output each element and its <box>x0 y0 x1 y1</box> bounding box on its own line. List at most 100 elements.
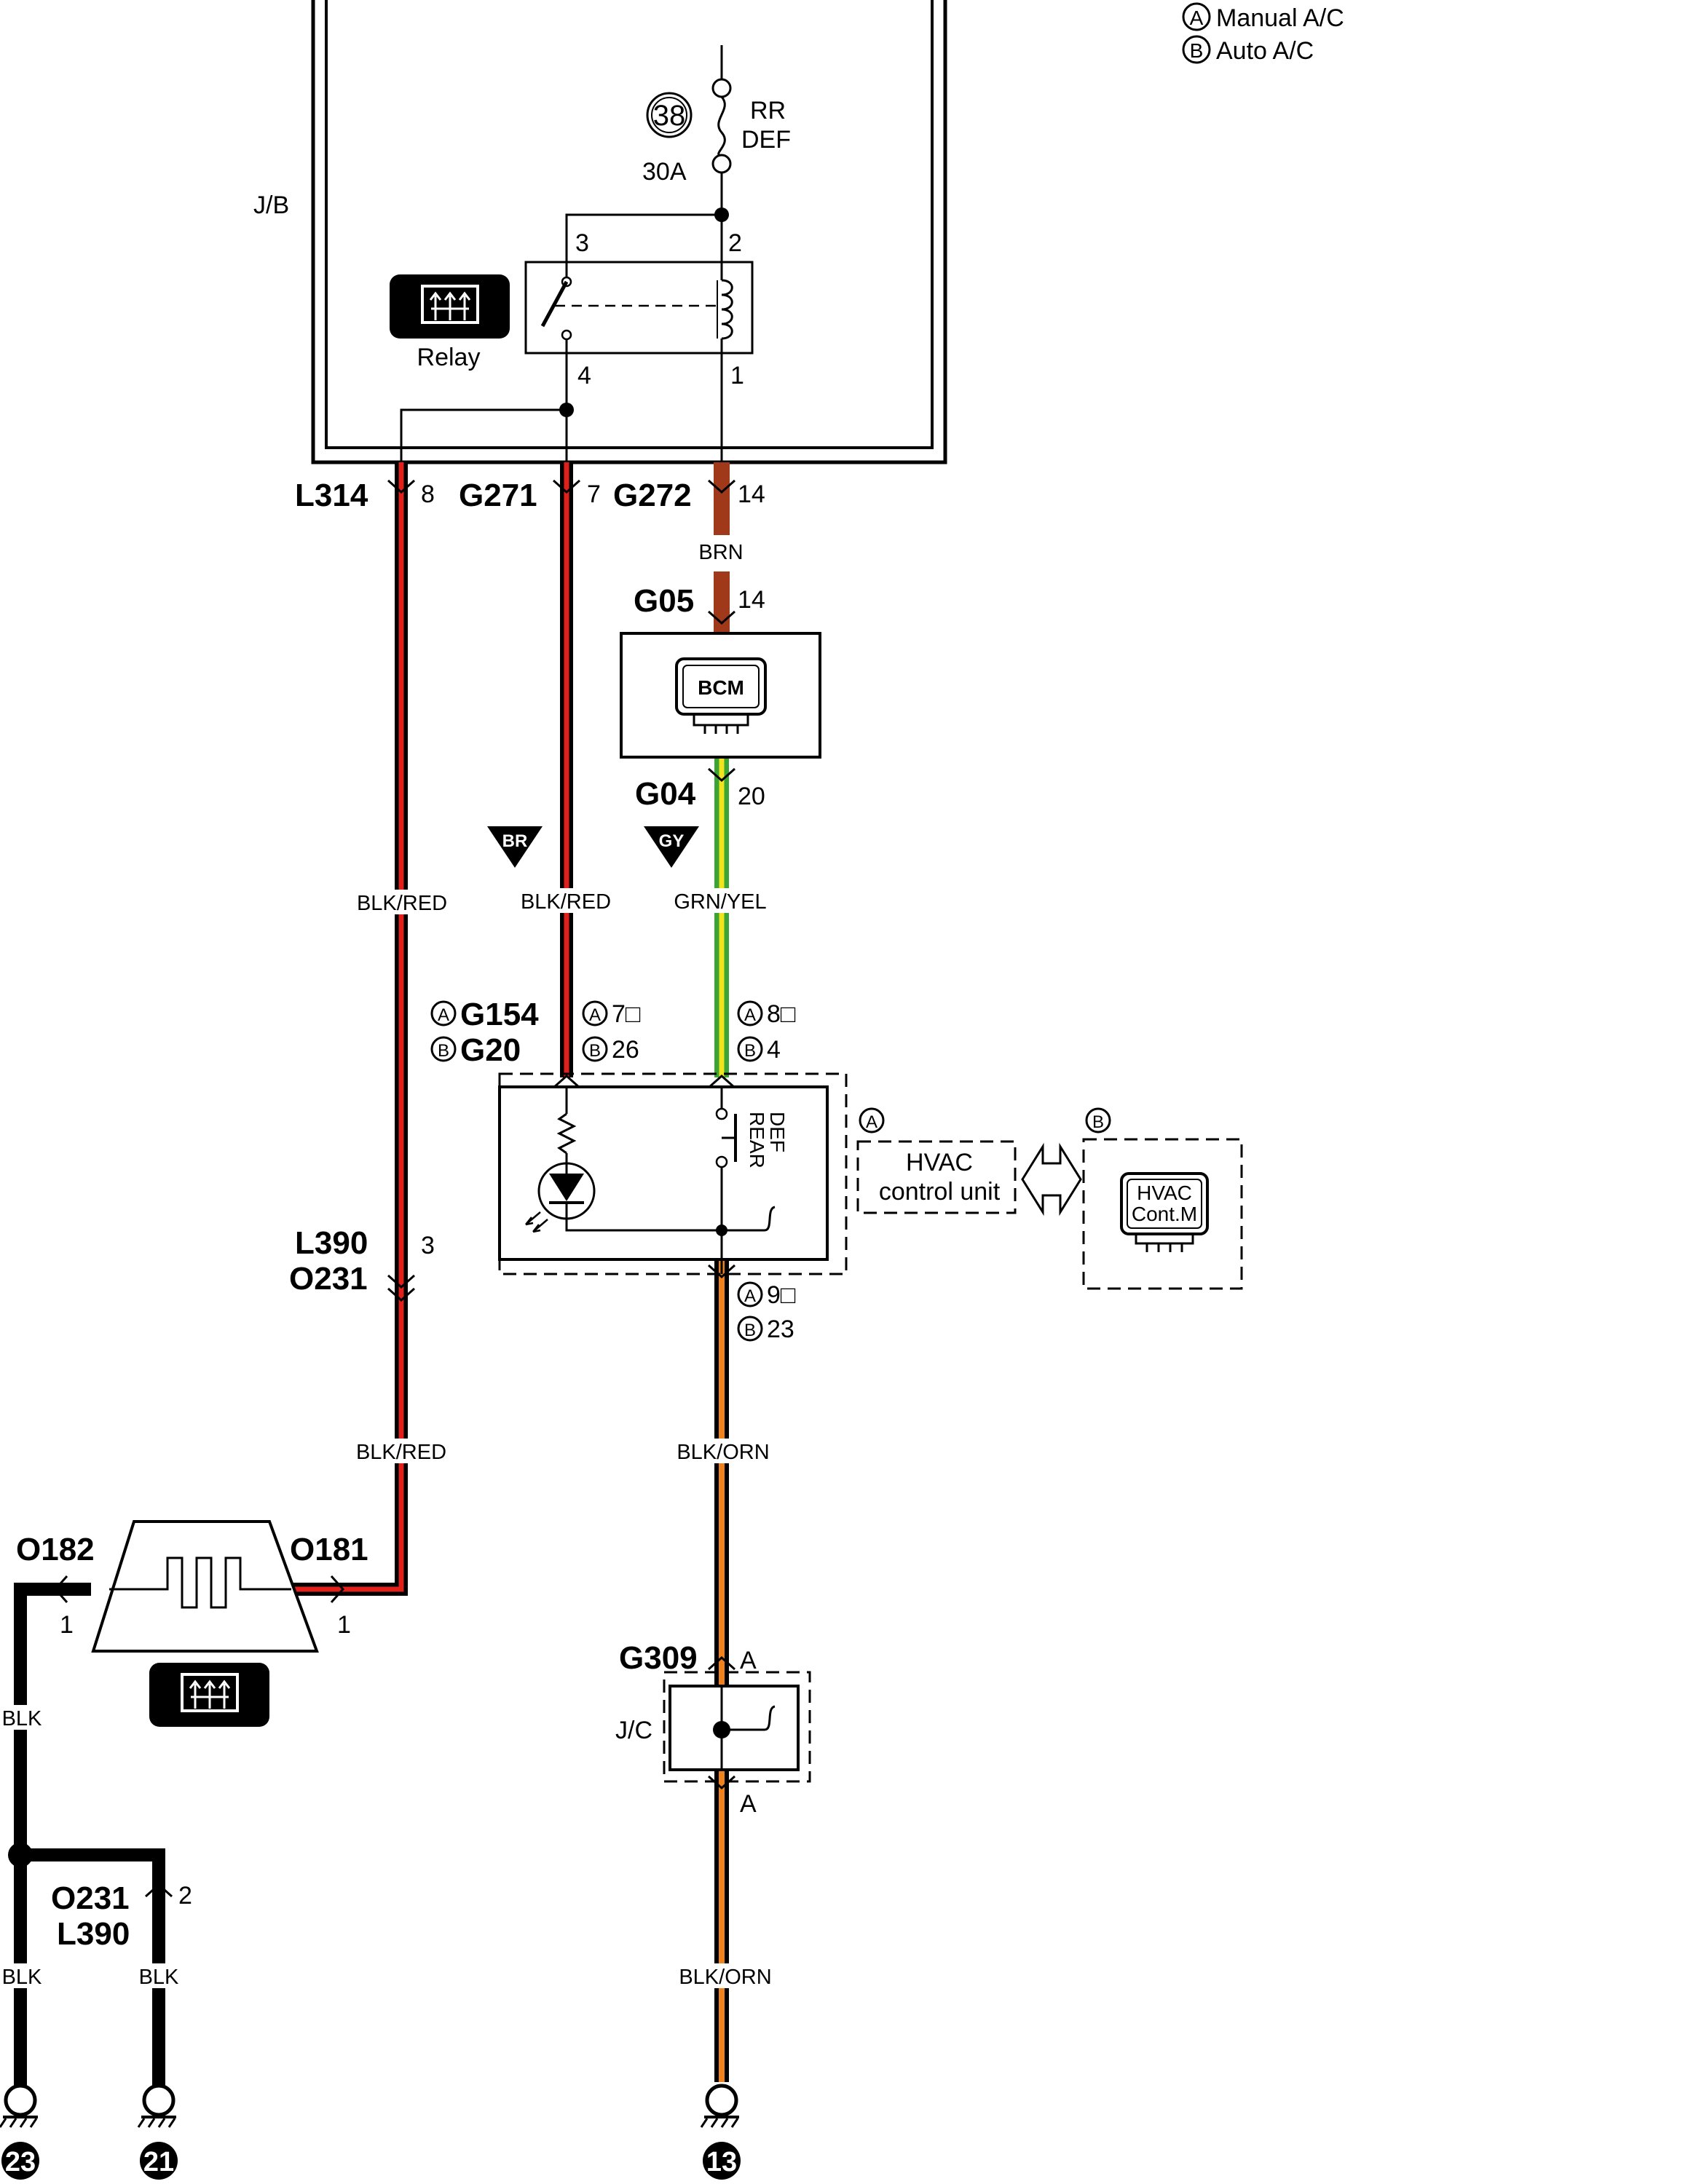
hvac-unit-line2: control unit <box>879 1178 1001 1206</box>
relay-switch-arm <box>540 280 569 328</box>
conn-g04-pin: 20 <box>738 783 765 810</box>
br-flag: BR <box>487 826 543 868</box>
relay-pin-1: 1 <box>730 362 744 389</box>
switch-connector-labels: A G154 B G20 A 7□ B 26 A 8□ B 4 <box>430 997 796 1068</box>
conn-o181-pin: 1 <box>337 1611 351 1639</box>
rear-def-switch: REAR DEF <box>498 1072 848 1275</box>
hvac-control-unit: A HVAC control unit <box>856 1107 1082 1216</box>
conn-g271: G271 <box>459 478 537 513</box>
conn-o182: O182 <box>16 1532 95 1567</box>
gy-flag: GY <box>644 826 699 868</box>
conn-g272: G272 <box>613 478 692 513</box>
ground-23-label: 23 <box>5 2147 36 2177</box>
fuse-number: 38 <box>653 100 686 132</box>
ground-13: 13 <box>700 2084 741 2180</box>
relay-pin-3: 3 <box>575 229 589 257</box>
br-flag-label: BR <box>502 831 528 851</box>
hvac-cont-module: B HVAC Cont.M <box>1082 1107 1243 1290</box>
ground-23: 23 <box>0 2084 39 2180</box>
conn-o231-b-pin: 2 <box>178 1882 192 1910</box>
pin9-a-marker: A <box>744 1286 756 1306</box>
wire-label-blk-1: BLK <box>2 1707 42 1730</box>
hvac-cont-line1: HVAC <box>1137 1182 1192 1204</box>
pin23-b-marker: B <box>744 1321 756 1340</box>
legend-b-text: Auto A/C <box>1216 37 1314 65</box>
fuse-name-2: DEF <box>741 126 791 154</box>
relay-label: Relay <box>417 344 481 371</box>
conn-g154: G154 <box>460 997 539 1032</box>
legend-a-letter: A <box>1190 7 1204 29</box>
g154-a-marker: A <box>438 1005 449 1025</box>
bcm-label: BCM <box>698 676 744 699</box>
pin8-a-marker: A <box>744 1005 756 1025</box>
junction-box: J/B 38 RR DEF 30A 3 2 4 1 <box>253 0 947 464</box>
legend-a-circle <box>1182 2 1211 31</box>
conn-l314-pin: 8 <box>421 480 435 508</box>
conn-l390-b: L390 <box>57 1916 130 1952</box>
pin-a9: 9□ <box>767 1281 796 1309</box>
legend-b-letter: B <box>1190 39 1204 62</box>
conn-g271-pin: 7 <box>587 480 601 508</box>
fuse-name-1: RR <box>750 97 786 124</box>
wire-label-brn: BRN <box>698 541 743 564</box>
conn-g20: G20 <box>460 1032 521 1068</box>
wire-label-blk-2: BLK <box>2 1966 42 1989</box>
fuse-element <box>717 96 726 157</box>
conn-l314: L314 <box>295 478 368 513</box>
relay-pin-4: 4 <box>577 362 591 389</box>
wire-label-blk-orn-1: BLK/ORN <box>677 1441 769 1464</box>
pin7-a-marker: A <box>589 1005 601 1025</box>
wire-label-grn-yel: GRN/YEL <box>674 890 766 914</box>
conn-l390: L390 <box>295 1225 368 1261</box>
legend-b-circle <box>1182 35 1211 64</box>
ground-21: 21 <box>137 2084 178 2180</box>
ground-21-label: 21 <box>143 2147 174 2177</box>
resistor-icon <box>556 1112 577 1155</box>
pin-a8: 8□ <box>767 1000 796 1028</box>
pin-b23: 23 <box>767 1315 794 1343</box>
connector-marks <box>53 479 735 1898</box>
jc-label: J/C <box>615 1717 652 1744</box>
conn-g309: G309 <box>619 1640 698 1676</box>
fuse-rating: 30A <box>642 158 687 186</box>
legend: A Manual A/C B Auto A/C <box>1182 2 1344 65</box>
conn-g04: G04 <box>635 776 696 812</box>
wire-label-blk-red-2: BLK/RED <box>521 890 611 914</box>
hvac-b-marker: B <box>1092 1112 1104 1132</box>
wire-l314-blk-red <box>293 462 408 1596</box>
legend-a-text: Manual A/C <box>1216 4 1344 32</box>
conn-o182-pin: 1 <box>60 1611 74 1639</box>
relay-coil <box>721 279 733 340</box>
fuse-number-circle <box>646 92 693 138</box>
pin-b4: 4 <box>767 1036 781 1064</box>
pin-a7: 7□ <box>612 1000 641 1028</box>
relay-pin-2: 2 <box>728 229 742 257</box>
switch-label-def: DEF <box>766 1112 789 1152</box>
conn-g05: G05 <box>634 583 694 619</box>
conn-l390-pin: 3 <box>421 1232 435 1259</box>
hvac-a-marker: A <box>866 1112 877 1132</box>
hvac-cont-line2: Cont.M <box>1132 1203 1197 1225</box>
hvac-unit-line1: HVAC <box>906 1149 973 1176</box>
pin26-b-marker: B <box>589 1041 601 1061</box>
conn-g272-pin: 14 <box>738 480 765 508</box>
wire-label-blk-orn-2: BLK/ORN <box>679 1966 771 1989</box>
conn-g309-pin-bottom: A <box>740 1790 757 1818</box>
conn-g05-pin: 14 <box>738 586 765 614</box>
conn-o231-b: O231 <box>51 1880 130 1916</box>
relay-box <box>524 261 754 355</box>
conn-g309-pin-top: A <box>740 1647 757 1674</box>
rear-defogger-heater <box>91 1520 319 1727</box>
wire-blk-ground <box>8 1583 165 2088</box>
gy-flag-label: GY <box>659 831 685 851</box>
pin-b26: 26 <box>612 1036 639 1064</box>
wire-label-blk-red-3: BLK/RED <box>356 1441 446 1464</box>
wire-labels: BLK/RED BLK/RED GRN/YEL BLK/RED BLK/ORN … <box>1 888 772 1989</box>
switch-label-rear: REAR <box>746 1112 768 1168</box>
switch-ground-pins: A 9□ B 23 <box>737 1281 796 1343</box>
conn-o231: O231 <box>289 1261 368 1297</box>
double-arrow-icon <box>1021 1142 1082 1216</box>
ground-13-label: 13 <box>706 2147 737 2177</box>
wire-label-blk-3: BLK <box>139 1966 179 1989</box>
